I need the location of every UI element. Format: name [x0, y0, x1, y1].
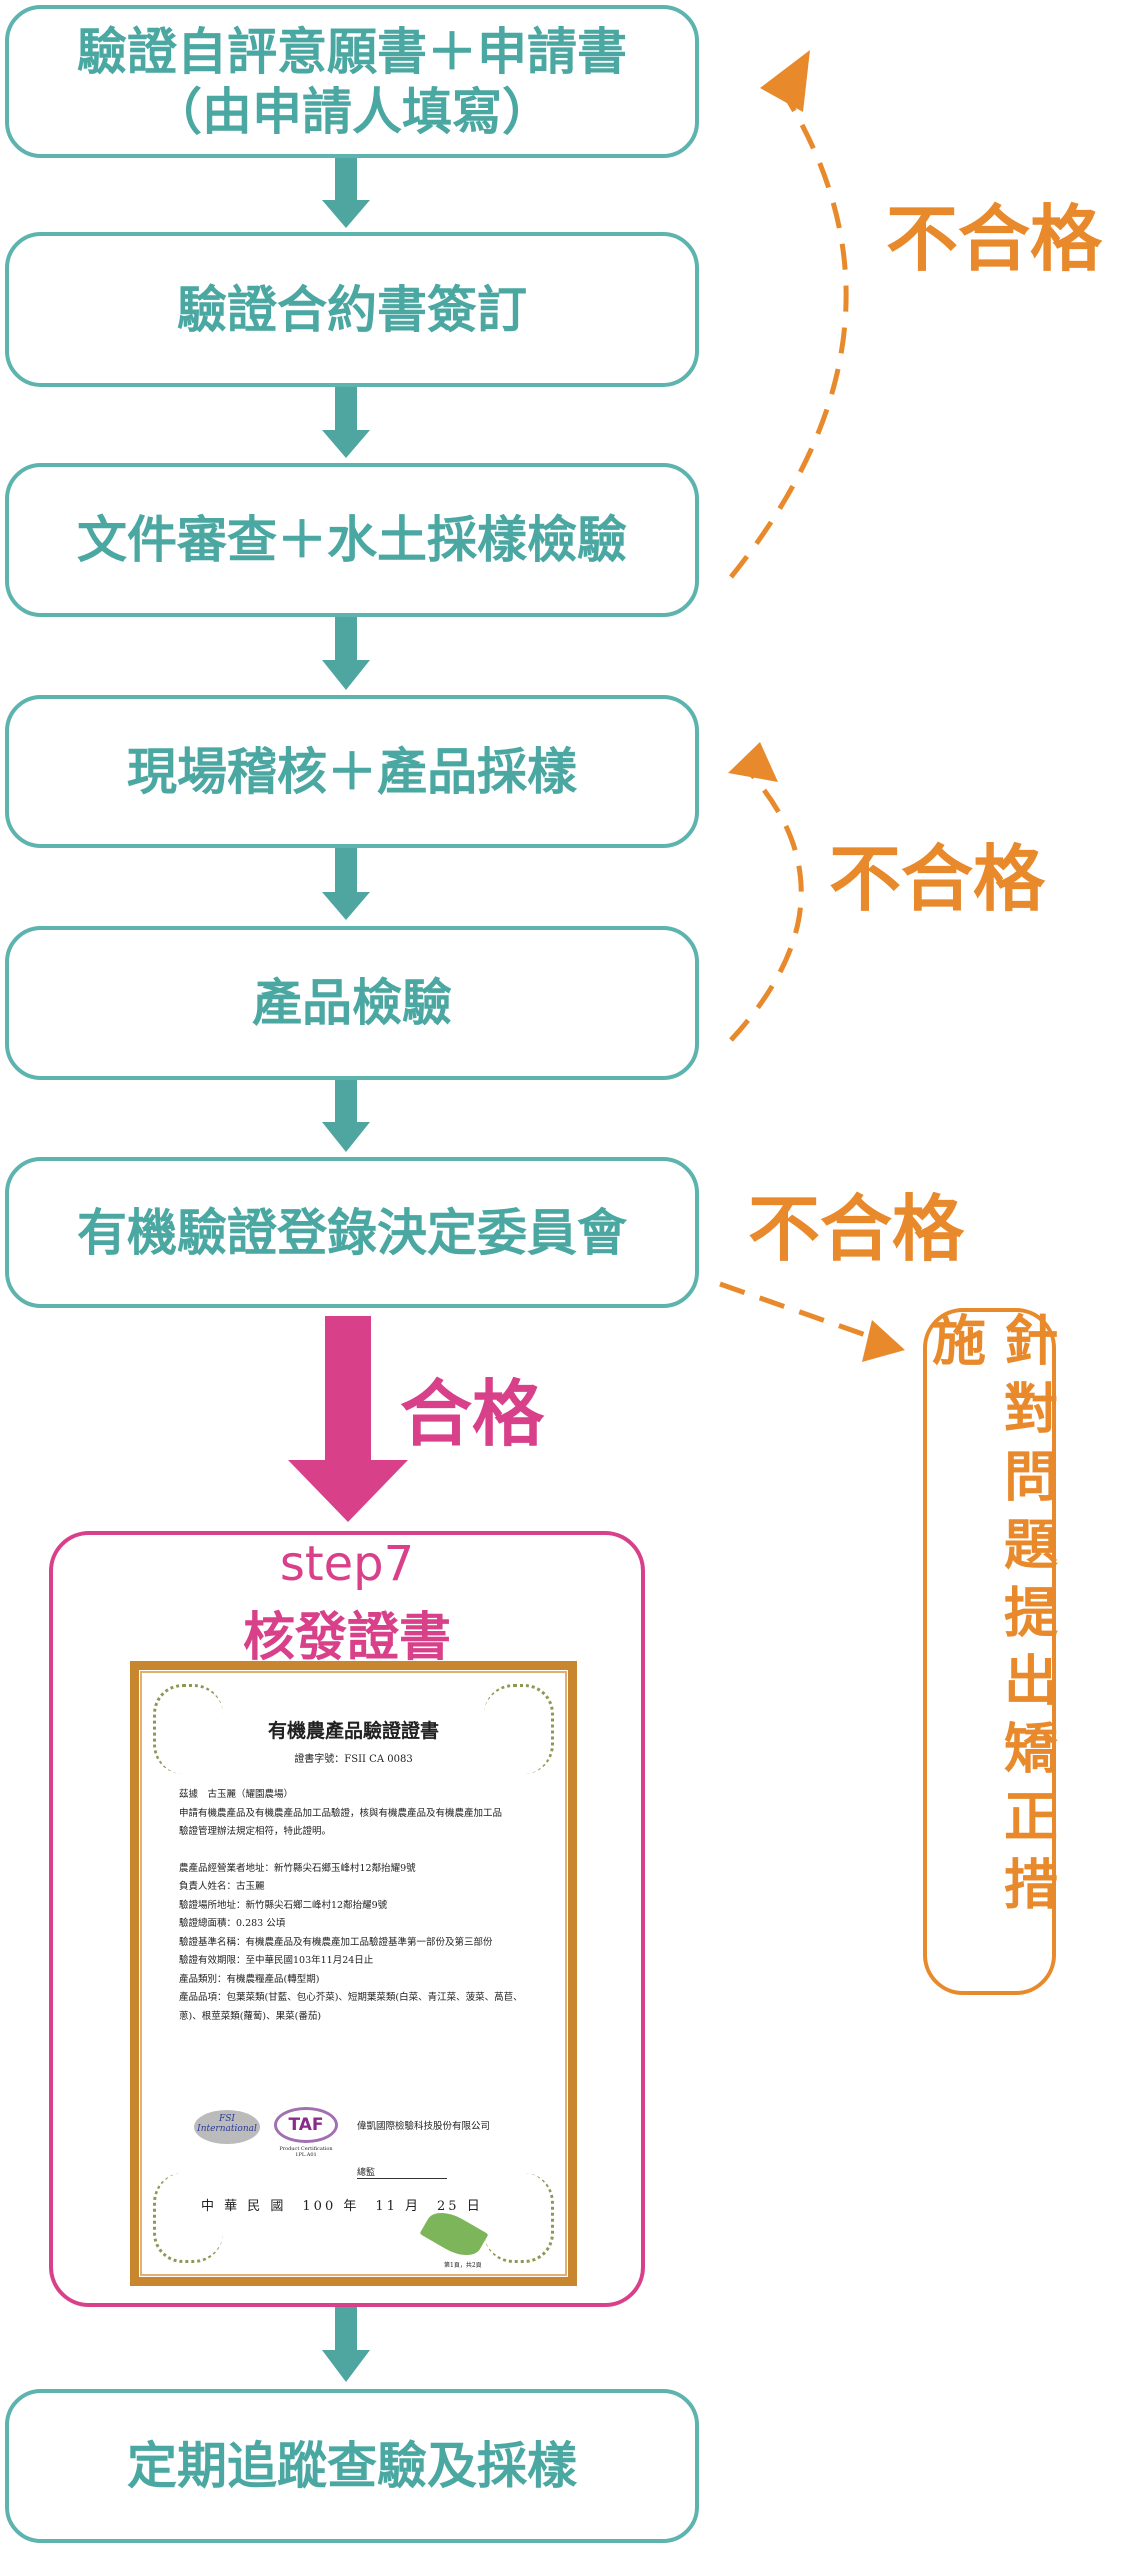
fail-arc-2 [729, 773, 804, 1042]
step7-label: step7 [279, 1536, 415, 1592]
cert-line: 產品類別：有機農糧產品(轉型期) [179, 1973, 320, 1985]
fail-arrowhead-2 [728, 742, 778, 782]
step-label: 驗證自評意願書＋申請書 [77, 22, 627, 81]
issue-date: 中 華 民 國 100 年 11 月 25 日 [201, 2199, 483, 2214]
cert-line: 茲據 古玉麗（耀園農場） [179, 1789, 294, 1800]
step-committee: 有機驗證登錄決定委員會 [5, 1157, 699, 1308]
ornament-icon [484, 1684, 554, 1774]
cert-line: 驗證場所地址：新竹縣尖石鄉二峰村12鄰抬耀9號 [179, 1899, 388, 1911]
certificate-number: 證書字號：FSII CA 0083 [294, 1754, 413, 1765]
step-site-audit: 現場稽核＋產品採樣 [5, 695, 699, 848]
fail-arc-1 [729, 93, 849, 579]
certificate-image: 有機農產品驗證證書 證書字號：FSII CA 0083 茲據 古玉麗（耀園農場）… [130, 1661, 577, 2286]
fsi-logo: FSI International [194, 2110, 260, 2144]
step-product-test: 產品檢驗 [5, 926, 699, 1080]
pass-arrow [288, 1316, 408, 1522]
step7-box [49, 1531, 645, 2307]
fail-label-3: 不合格 [748, 1187, 965, 1271]
cert-line: 農產品經營業者地址：新竹縣尖石鄉玉峰村12鄰抬耀9號 [179, 1862, 416, 1874]
corrective-action-box: 針對問題提出矯正措施 [923, 1308, 1058, 1995]
certificate-title: 有機農產品驗證證書 [267, 1720, 439, 1742]
ornament-icon [484, 2173, 554, 2263]
cert-line: 負責人姓名：古玉麗 [179, 1881, 265, 1892]
corrective-label: 針對問題提出矯正措施 [922, 1312, 1058, 1924]
director-signature: 總監 [357, 2165, 447, 2179]
down-arrows [322, 158, 370, 2382]
step-document-review: 文件審查＋水土採樣檢驗 [5, 463, 699, 617]
fail-label-1: 不合格 [886, 197, 1103, 281]
certificate-body: 茲據 古玉麗（耀園農場） 申請有機農產品及有機農產品加工品驗證，核與有機農產品及… [179, 1786, 532, 2026]
cert-line: 驗證有效期限：至中華民國103年11月24日止 [179, 1955, 374, 1966]
step-application: 驗證自評意願書＋申請書（由申請人填寫） [5, 5, 699, 158]
step-sublabel: （由申請人填寫） [152, 82, 552, 141]
ornament-icon [153, 2173, 223, 2263]
pass-label: 合格 [400, 1372, 545, 1456]
fail-label-2: 不合格 [829, 837, 1046, 921]
step-contract: 驗證合約書簽訂 [5, 232, 699, 387]
step-label: 產品檢驗 [252, 974, 452, 1032]
cert-line: 產品品項：包葉菜類(甘藍、包心芥菜)、短期葉菜類(白菜、青江菜、菠菜、萵苣、蔥)… [179, 1992, 523, 2022]
taf-caption: Product Certification 1PL.A01 [279, 2146, 333, 2158]
step-followup: 定期追蹤查驗及採樣 [5, 2389, 699, 2543]
step-label: 文件審查＋水土採樣檢驗 [77, 511, 627, 569]
step-label: 驗證合約書簽訂 [177, 280, 527, 339]
step-label: 現場稽核＋產品採樣 [127, 742, 577, 801]
cert-line: 驗證基準名稱：有機農產品及有機農產加工品驗證基準第一部份及第三部份 [179, 1936, 493, 1948]
cert-line: 申請有機農產品及有機農產品加工品驗證，核與有機農產品及有機農產加工品 [179, 1807, 503, 1819]
issuer-company: 偉凱國際檢驗科技股份有限公司 [357, 2121, 491, 2132]
cert-line: 驗證管理辦法規定相符，特此證明。 [179, 1826, 332, 1837]
fail-line-3 [719, 1281, 881, 1343]
page-number: 第1頁，共2頁 [444, 2262, 482, 2269]
taf-logo: TAF [274, 2107, 338, 2143]
step-label: 定期追蹤查驗及採樣 [127, 2437, 577, 2495]
fail-arrowhead-3 [862, 1320, 905, 1362]
step-label: 有機驗證登錄決定委員會 [77, 1203, 627, 1262]
fail-arrowhead-1 [760, 50, 810, 112]
cert-line: 驗證總面積：0.283 公頃 [179, 1918, 286, 1929]
step7-title: 核發證書 [242, 1608, 451, 1668]
ornament-icon [153, 1684, 223, 1774]
cert-spacer [179, 1842, 532, 1860]
